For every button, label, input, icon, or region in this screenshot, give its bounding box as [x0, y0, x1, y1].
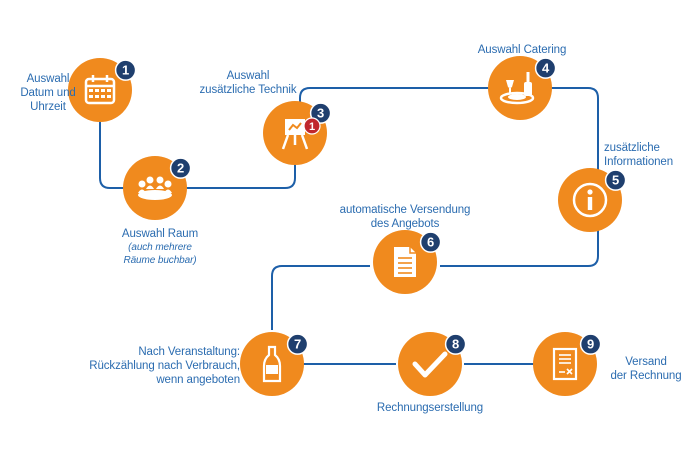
step-9-label-line-2: der Rechnung — [610, 370, 682, 382]
step-7-badge: 7 — [286, 333, 309, 355]
step-1-label: Auswahl Datum und Uhrzeit — [18, 72, 78, 114]
step-7-label: Nach Veranstaltung: Rückzählung nach Ver… — [72, 345, 240, 387]
step-6-number: 6 — [427, 235, 434, 250]
step-7-label-line-3: wenn angeboten — [156, 374, 240, 386]
step-1-label-line-1: Auswahl — [26, 73, 70, 85]
step-8-number: 8 — [452, 337, 459, 352]
step-6-label-line-1: automatische Versendung — [339, 204, 471, 216]
step-3-label-line-2: zusätzliche Technik — [199, 84, 297, 96]
presentation-easel-icon — [281, 119, 309, 150]
step-4-label-line-1: Auswahl Catering — [477, 44, 567, 56]
connector-line — [99, 87, 599, 365]
step-5-label-line-2: Informationen — [604, 156, 674, 168]
info-icon — [572, 182, 608, 218]
step-2-label: Auswahl Raum (auch mehrere Räume buchbar… — [95, 227, 225, 267]
step-4-badge: 4 — [534, 57, 557, 79]
checkmark-icon — [412, 351, 448, 378]
step-9-number: 9 — [587, 337, 594, 352]
step-2-number: 2 — [177, 161, 184, 176]
step-1-node: 1 — [68, 58, 137, 122]
step-7-number: 7 — [294, 337, 301, 352]
step-2-label-line-1: Auswahl Raum — [121, 228, 199, 240]
step-9-node: 9 — [533, 332, 602, 396]
step-3-number: 3 — [317, 106, 324, 121]
step-8-badge: 8 — [444, 333, 467, 355]
step-5-badge: 5 — [604, 169, 627, 191]
step-1-badge: 1 — [114, 59, 137, 81]
invoice-icon — [552, 347, 578, 381]
step-3-label-line-1: Auswahl — [226, 70, 270, 82]
step-6-label-line-2: des Angebots — [370, 218, 440, 230]
step-3-alert-badge: 1 — [303, 117, 321, 135]
step-8-label-line-1: Rechnungserstellung — [376, 402, 484, 414]
step-2-badge: 2 — [169, 157, 192, 179]
step-6-label: automatische Versendung des Angebots — [330, 203, 480, 231]
step-7-label-line-2: Rückzählung nach Verbrauch, — [89, 360, 240, 372]
step-5-number: 5 — [612, 173, 619, 188]
group-of-people-icon — [138, 176, 172, 200]
step-9-label-line-1: Versand — [625, 356, 667, 368]
step-2-node: 2 — [123, 156, 192, 220]
step-8-node: 8 — [398, 332, 467, 396]
step-3-badge: 3 — [309, 102, 332, 124]
step-1-label-line-3: Uhrzeit — [30, 101, 66, 113]
calendar-icon — [84, 75, 116, 105]
step-3-node: 31 — [263, 101, 332, 165]
step-1-label-line-2: Datum und — [20, 87, 76, 99]
step-5-label: zusätzliche Informationen — [604, 141, 690, 169]
step-3-alert-number: 1 — [309, 121, 315, 133]
document-icon — [394, 247, 416, 277]
step-9-label: Versand der Rechnung — [606, 355, 686, 383]
step-6-node: 6 — [373, 230, 442, 294]
step-4-node: 4 — [488, 56, 557, 120]
step-4-label: Auswahl Catering — [462, 43, 582, 57]
step-9-badge: 9 — [579, 333, 602, 355]
step-1-number: 1 — [122, 63, 129, 78]
step-7-node: 7 — [240, 332, 309, 396]
step-5-label-line-1: zusätzliche — [604, 142, 660, 154]
step-3-label: Auswahl zusätzliche Technik — [188, 69, 308, 97]
bottle-icon — [262, 345, 282, 383]
step-2-note-line-1: (auch mehrere — [128, 242, 192, 253]
catering-wine-plate-icon — [499, 72, 535, 105]
step-2-note-line-2: Räume buchbar) — [123, 255, 197, 266]
step-6-badge: 6 — [419, 231, 442, 253]
step-5-node: 5 — [558, 168, 627, 232]
step-8-label: Rechnungserstellung — [370, 401, 490, 415]
step-4-number: 4 — [542, 61, 550, 76]
step-7-label-line-1: Nach Veranstaltung: — [138, 346, 240, 358]
